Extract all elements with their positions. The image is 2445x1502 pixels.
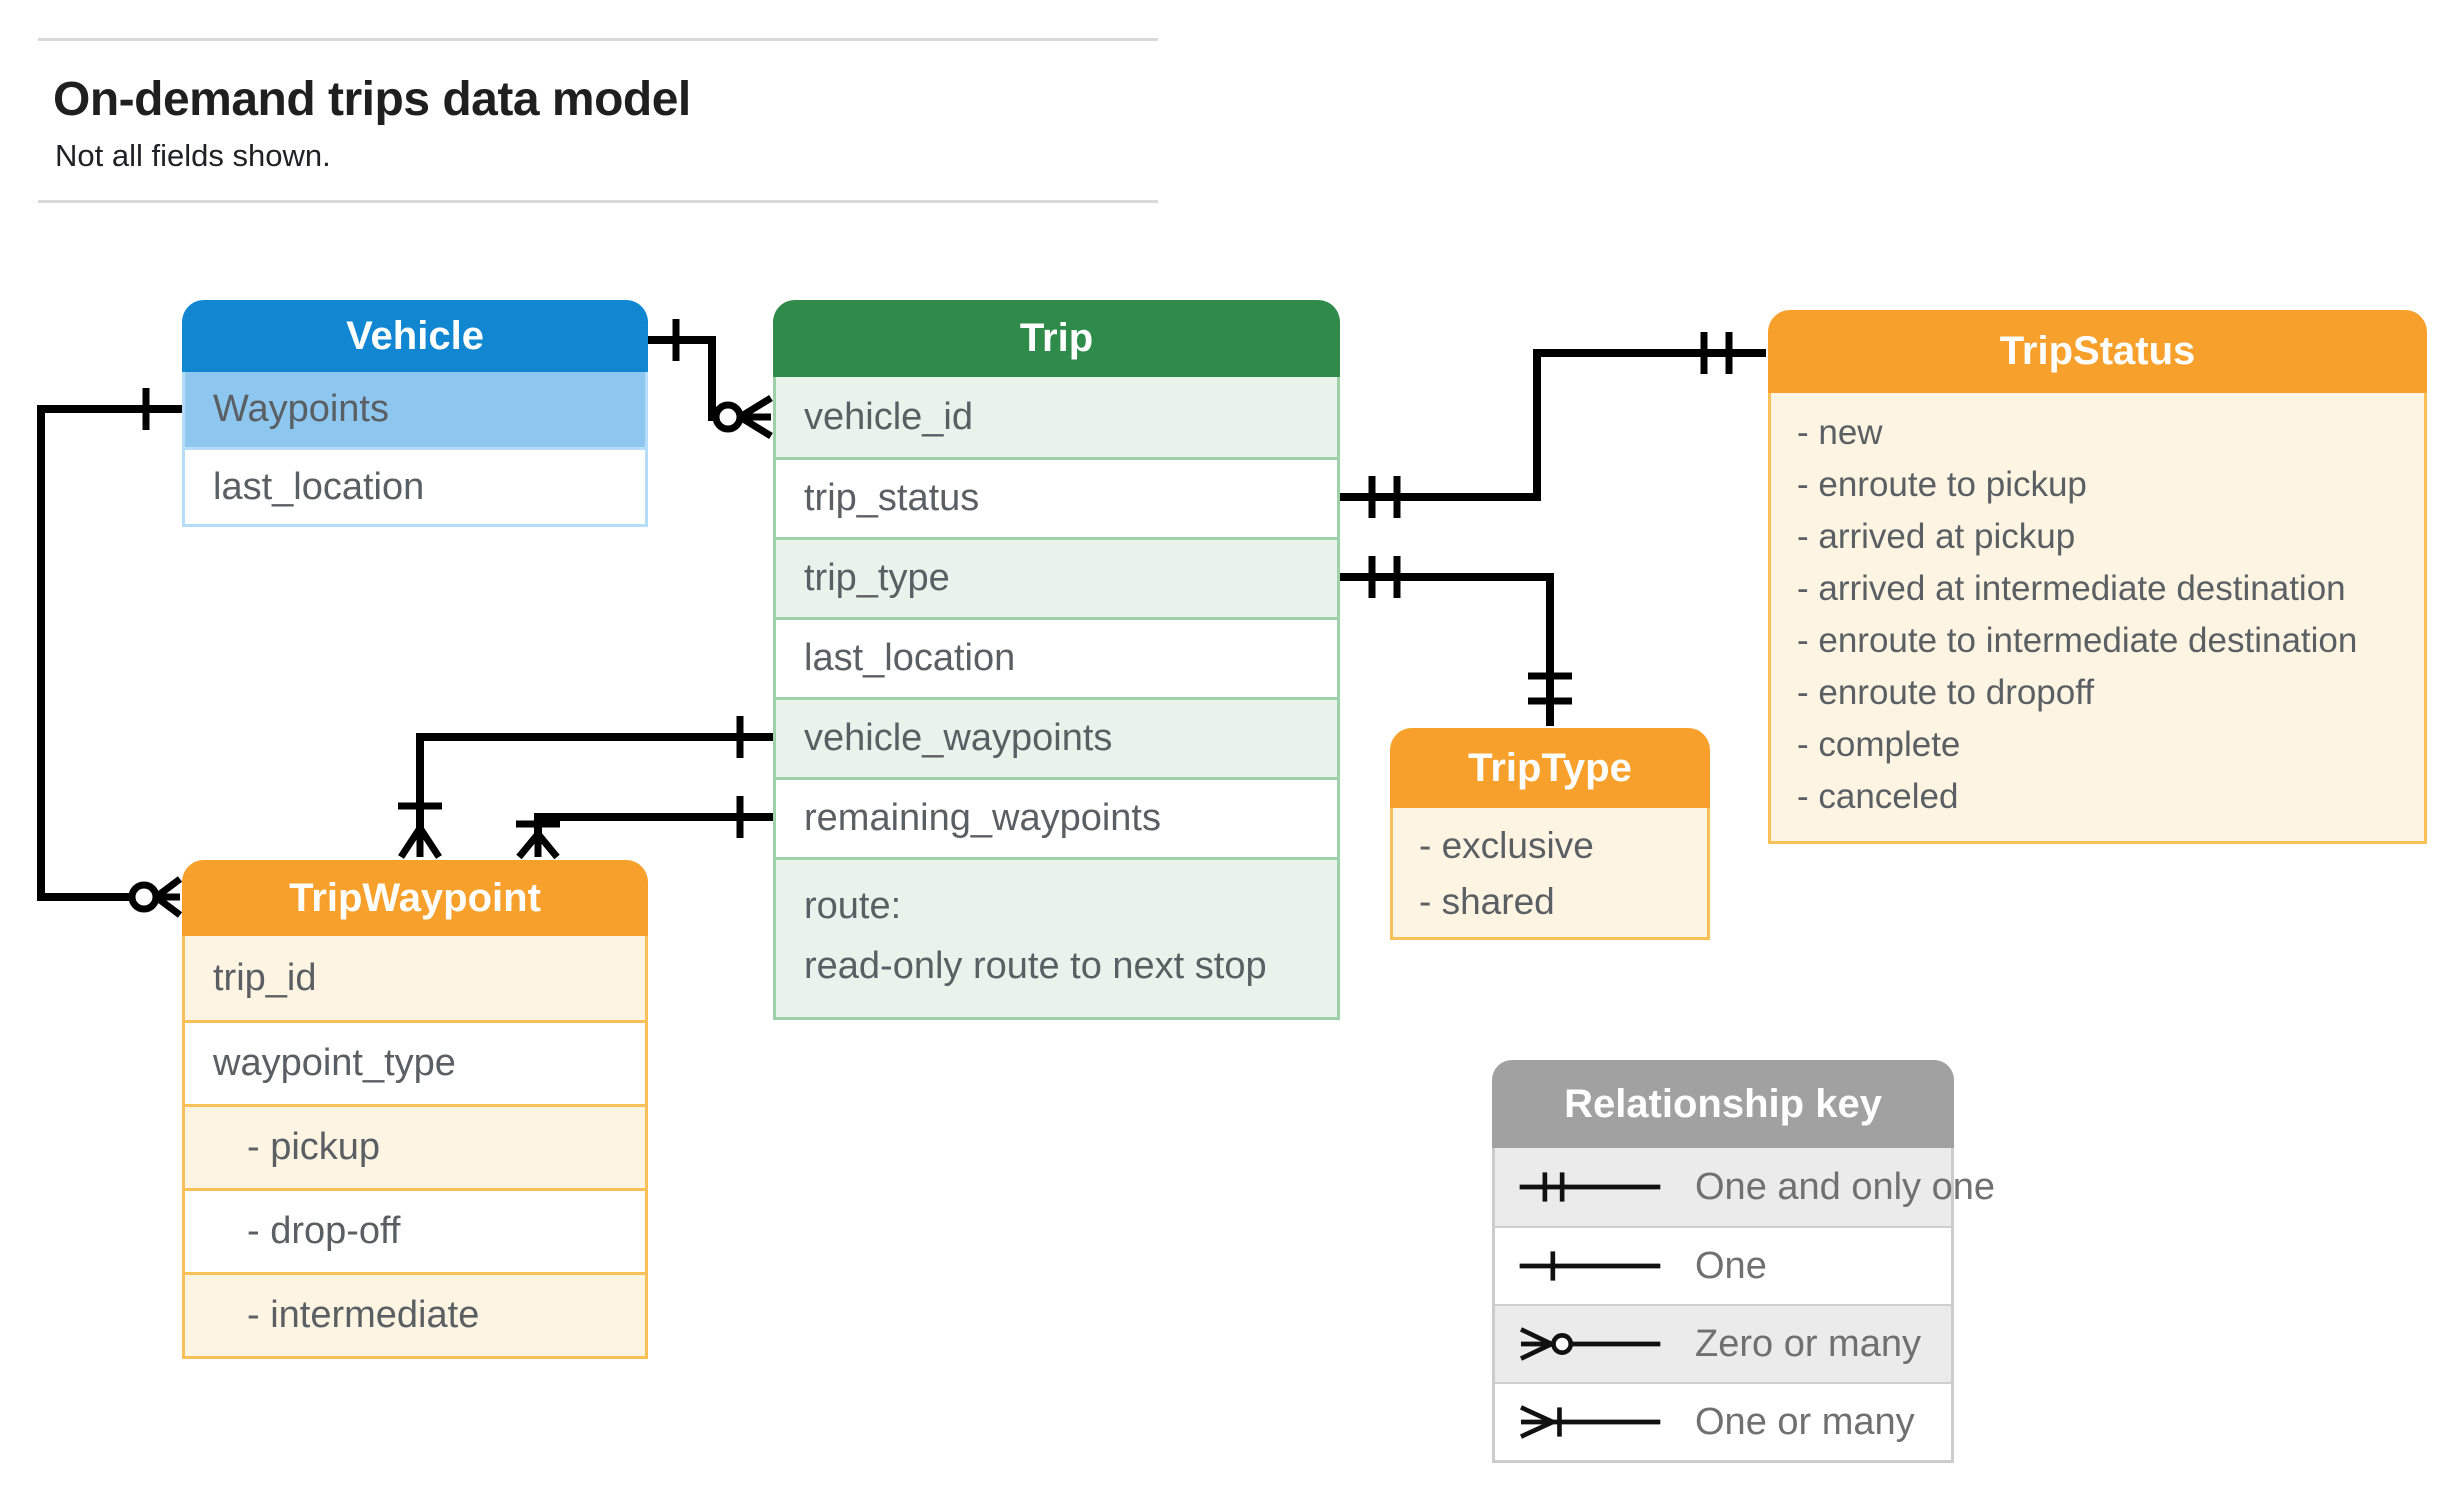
entity-trip-header: Trip bbox=[773, 300, 1340, 377]
entity-tripstatus-header: TripStatus bbox=[1768, 310, 2427, 393]
relationship-key: Relationship key One and only one One bbox=[1492, 1060, 1995, 1463]
tripstatus-value-arrived-at-pickup: - arrived at pickup bbox=[1797, 517, 2076, 556]
one-and-only-one-icon bbox=[1519, 1172, 1661, 1202]
key-label: One bbox=[1695, 1244, 1767, 1287]
key-label: One and only one bbox=[1695, 1165, 1996, 1208]
entity-tripwaypoint-header: TripWaypoint bbox=[182, 860, 648, 936]
relationship-key-body: One and only one One Zero or many bbox=[1492, 1148, 1995, 1463]
page-subtitle: Not all fields shown. bbox=[55, 138, 331, 173]
header-divider bbox=[38, 200, 1158, 203]
entity-triptype-body: - exclusive - shared bbox=[1390, 808, 1710, 940]
key-label: Zero or many bbox=[1695, 1322, 1921, 1365]
trip-route-description: read-only route to next stop bbox=[804, 945, 1267, 987]
entity-tripstatus-title: TripStatus bbox=[1999, 329, 2196, 373]
trip-field-vehicle-id: vehicle_id bbox=[776, 377, 1337, 457]
entity-tripstatus-body: - new - enroute to pickup - arrived at p… bbox=[1768, 393, 2427, 844]
relationship-key-title: Relationship key bbox=[1564, 1081, 1882, 1126]
connector-trip-status-to-tripstatus bbox=[1340, 332, 1766, 518]
vehicle-field-waypoints: Waypoints bbox=[185, 372, 645, 447]
entity-trip-title: Trip bbox=[1019, 316, 1094, 360]
triptype-value-exclusive: - exclusive bbox=[1419, 825, 1594, 866]
one-icon bbox=[1519, 1251, 1661, 1281]
trip-field-vehicle-waypoints: vehicle_waypoints bbox=[776, 697, 1337, 777]
key-row-zero-or-many: Zero or many bbox=[1495, 1304, 1951, 1382]
tripwaypoint-value-drop-off: - drop-off bbox=[185, 1188, 645, 1272]
one-or-many-icon bbox=[1520, 1405, 1661, 1439]
trip-field-last-location: last_location bbox=[776, 617, 1337, 697]
vehicle-field-last-location: last_location bbox=[185, 447, 645, 524]
connector-remaining-waypoints-to-tripwaypoint bbox=[516, 796, 773, 860]
tripwaypoint-value-intermediate: - intermediate bbox=[185, 1272, 645, 1356]
key-row-one-or-many: One or many bbox=[1495, 1382, 1951, 1460]
entity-vehicle: Vehicle Waypoints last_location bbox=[182, 300, 648, 527]
key-row-one-and-only-one: One and only one bbox=[1495, 1148, 1995, 1226]
entity-trip-body: vehicle_id trip_status trip_type last_lo… bbox=[773, 377, 1340, 1020]
entity-tripwaypoint: TripWaypoint trip_id waypoint_type - pic… bbox=[182, 860, 648, 1359]
connector-vehicle-waypoints-field-to-tripwaypoint bbox=[398, 716, 773, 859]
tripstatus-value-enroute-to-intermediate-destination: - enroute to intermediate destination bbox=[1797, 621, 2358, 660]
trip-field-remaining-waypoints: remaining_waypoints bbox=[776, 777, 1337, 857]
page-title: On-demand trips data model bbox=[53, 73, 691, 126]
tripstatus-value-arrived-at-intermediate-destination: - arrived at intermediate destination bbox=[1797, 569, 2346, 608]
trip-field-trip-status: trip_status bbox=[776, 457, 1337, 537]
entity-triptype: TripType - exclusive - shared bbox=[1390, 728, 1710, 940]
entity-vehicle-title: Vehicle bbox=[346, 313, 484, 358]
tripwaypoint-value-pickup: - pickup bbox=[185, 1104, 645, 1188]
zero-or-many-icon bbox=[1519, 1327, 1661, 1361]
tripstatus-value-enroute-to-pickup: - enroute to pickup bbox=[1797, 465, 2087, 504]
entity-tripstatus: TripStatus - new - enroute to pickup - a… bbox=[1768, 310, 2427, 844]
tripwaypoint-field-trip-id: trip_id bbox=[185, 936, 645, 1020]
tripstatus-value-enroute-to-dropoff: - enroute to dropoff bbox=[1797, 673, 2095, 712]
entity-triptype-title: TripType bbox=[1468, 745, 1632, 790]
entity-triptype-header: TripType bbox=[1390, 728, 1710, 808]
key-label: One or many bbox=[1695, 1400, 1915, 1443]
connector-vehicle-waypoints-to-tripwaypoint bbox=[37, 388, 183, 918]
top-divider bbox=[38, 38, 1158, 41]
connector-trip-type-to-triptype bbox=[1340, 556, 1572, 726]
tripstatus-value-complete: - complete bbox=[1797, 725, 1961, 764]
connector-vehicle-to-trip bbox=[648, 319, 773, 439]
triptype-value-shared: - shared bbox=[1419, 881, 1555, 922]
entity-tripwaypoint-body: trip_id waypoint_type - pickup - drop-of… bbox=[182, 936, 648, 1359]
relationship-key-header: Relationship key bbox=[1492, 1060, 1954, 1148]
entity-vehicle-body: Waypoints last_location bbox=[182, 372, 648, 527]
trip-field-route: route: read-only route to next stop bbox=[776, 857, 1337, 1017]
entity-trip: Trip vehicle_id trip_status trip_type la… bbox=[773, 300, 1340, 1020]
entity-vehicle-header: Vehicle bbox=[182, 300, 648, 372]
key-row-one: One bbox=[1495, 1226, 1951, 1304]
tripwaypoint-field-waypoint-type: waypoint_type bbox=[185, 1020, 645, 1104]
trip-route-label: route: bbox=[804, 885, 902, 927]
entity-tripwaypoint-title: TripWaypoint bbox=[289, 875, 541, 920]
trip-field-trip-type: trip_type bbox=[776, 537, 1337, 617]
tripstatus-value-new: - new bbox=[1797, 413, 1883, 452]
tripstatus-value-canceled: - canceled bbox=[1797, 777, 1959, 816]
